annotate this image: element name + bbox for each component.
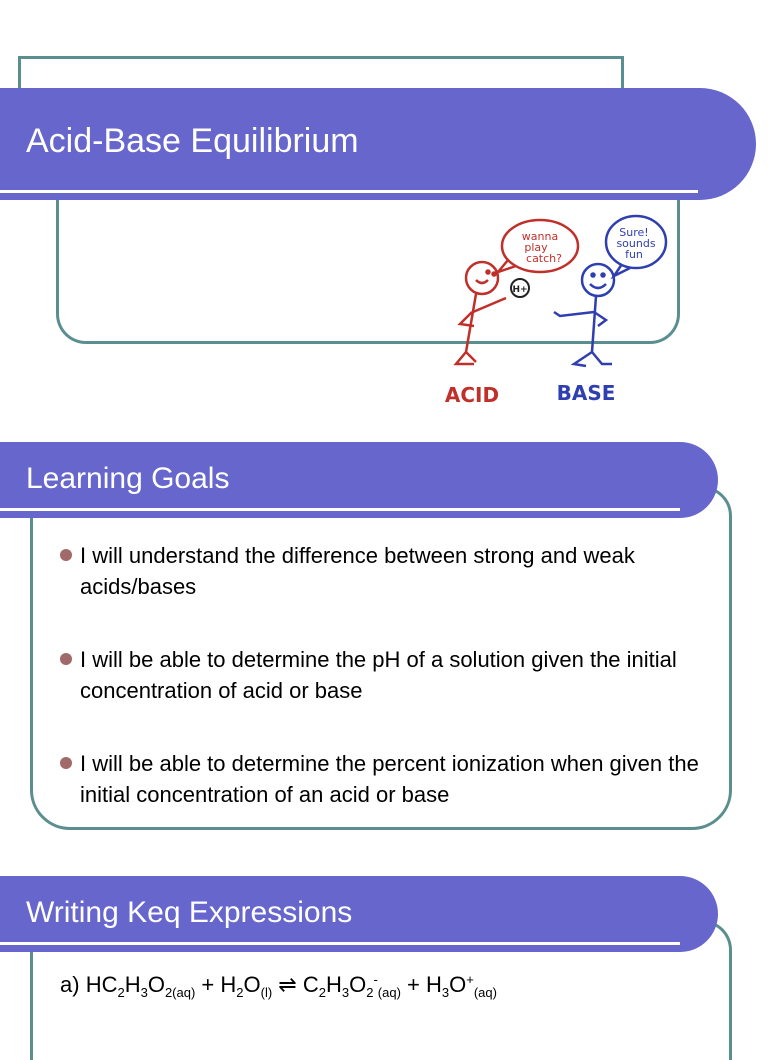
acid-stick-figure xyxy=(453,260,507,366)
equation-subscript: 3 xyxy=(441,985,450,1000)
equation-subscript: (l) xyxy=(260,985,273,1000)
slide3-title-underline xyxy=(0,942,680,945)
slide3-title: Writing Keq Expressions xyxy=(26,896,353,929)
slide1-title-band: Acid-Base Equilibrium xyxy=(0,88,756,200)
equation-term: H xyxy=(325,972,342,997)
base-speech-bubble xyxy=(604,214,668,270)
goal-item: I will understand the difference between… xyxy=(60,540,720,602)
goal-text: I will be able to determine the percent … xyxy=(80,751,699,807)
equation-superscript: + xyxy=(466,972,474,987)
equation-term: O xyxy=(449,972,467,997)
learning-goals-list: I will understand the difference between… xyxy=(60,540,720,852)
equation-subscript: 2 xyxy=(366,985,374,1000)
base-bubble-line-1: Sure! xyxy=(619,226,648,239)
h-plus-label: H+ xyxy=(512,285,527,295)
goal-text: I will be able to determine the pH of a … xyxy=(80,647,677,703)
slide2-frame xyxy=(30,486,732,830)
acid-bubble-line-2: play xyxy=(524,241,548,254)
equation-body: HC2H3O2(aq) + H2O(l) ⇌ C2H3O2-(aq) + H3O… xyxy=(85,972,497,1000)
goal-item: I will be able to determine the pH of a … xyxy=(60,644,720,706)
goal-item: I will be able to determine the percent … xyxy=(60,748,720,810)
slide2-title: Learning Goals xyxy=(26,462,230,495)
h-plus-ball xyxy=(510,278,530,298)
equation-subscript: (aq) xyxy=(473,985,497,1000)
keq-equation: a) HC2H3O2(aq) + H2O(l) ⇌ C2H3O2-(aq) + … xyxy=(60,972,497,1000)
slide2-title-band: Learning Goals xyxy=(0,442,718,518)
equation-subscript: 2 xyxy=(236,985,244,1000)
acid-bubble-line-1: wanna xyxy=(522,230,558,243)
equation-term: H xyxy=(124,972,141,997)
bullet-dot xyxy=(60,549,72,561)
equation-term: O xyxy=(243,972,261,997)
equation-prefix: a) xyxy=(60,972,86,997)
acid-speech-bubble xyxy=(500,218,580,274)
base-stick-figure xyxy=(553,262,616,368)
base-label: BASE xyxy=(557,381,616,405)
equation-term: O xyxy=(147,972,165,997)
slide3-title-band: Writing Keq Expressions xyxy=(0,876,718,952)
slide1-title-underline xyxy=(0,190,698,193)
acid-base-cartoon: wanna play catch? H+ Sure! sounds fun AC… xyxy=(445,214,668,407)
equation-superscript: - xyxy=(373,972,378,987)
equation-term: ⇌ C xyxy=(272,972,319,997)
slide2-title-underline xyxy=(0,508,680,511)
equation-term: HC xyxy=(85,972,118,997)
goal-text: I will understand the difference between… xyxy=(80,543,635,599)
equation-subscript: 2 xyxy=(318,985,326,1000)
equation-term: O xyxy=(349,972,367,997)
equation-subscript: 2(aq) xyxy=(164,985,196,1000)
equation-term: + H xyxy=(195,972,237,997)
bullet-dot xyxy=(60,653,72,665)
equation-subscript: 3 xyxy=(140,985,148,1000)
base-bubble-line-2: sounds xyxy=(616,237,655,250)
slide1-title: Acid-Base Equilibrium xyxy=(26,122,359,160)
base-bubble-line-3: fun xyxy=(625,248,643,261)
acid-bubble-line-3: catch? xyxy=(526,252,562,265)
equation-subscript: (aq) xyxy=(377,985,401,1000)
equation-term: + H xyxy=(400,972,442,997)
acid-label: ACID xyxy=(445,383,499,407)
slide1-body-frame xyxy=(56,180,680,344)
bullet-dot xyxy=(60,757,72,769)
equation-subscript: 2 xyxy=(117,985,125,1000)
equation-subscript: 3 xyxy=(341,985,350,1000)
